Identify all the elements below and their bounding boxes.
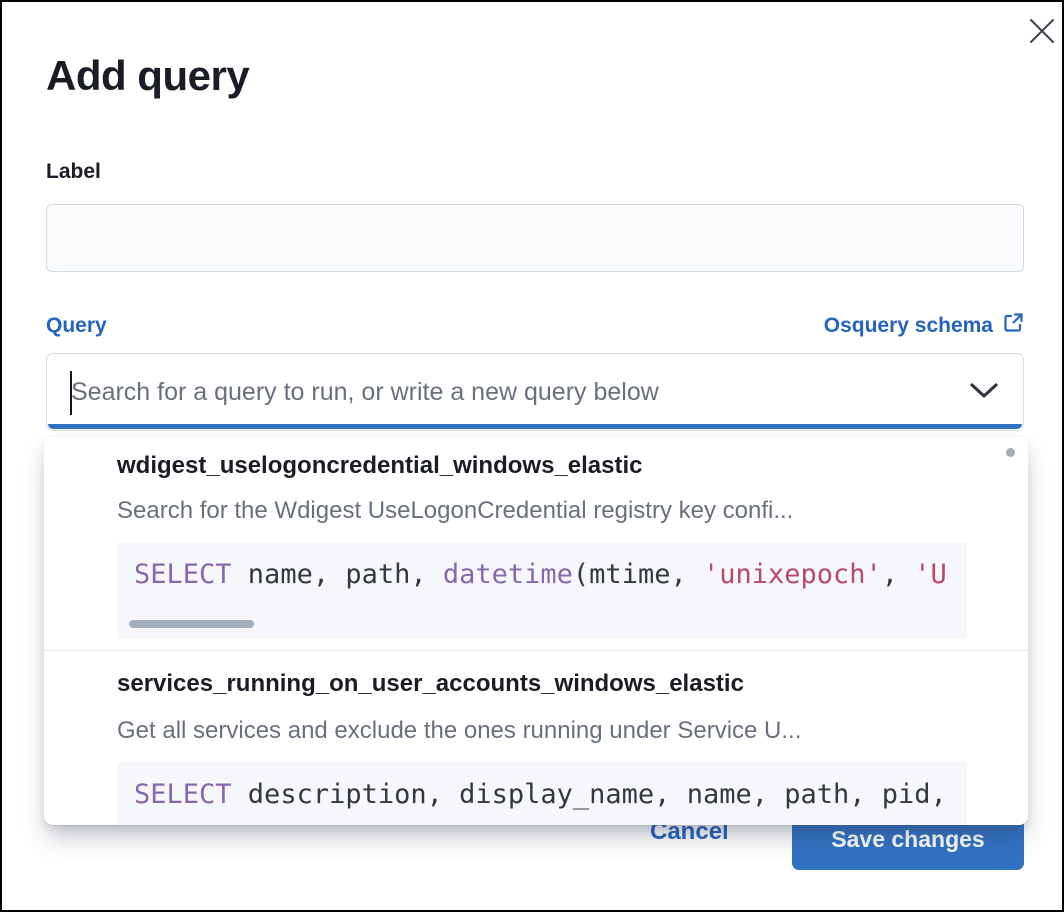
close-icon xyxy=(1029,18,1055,47)
osquery-schema-link-label: Osquery schema xyxy=(823,313,993,337)
query-option-title: services_running_on_user_accounts_window… xyxy=(117,670,744,697)
page-title: Add query xyxy=(46,52,250,99)
query-option-sql-preview: SELECT description, display_name, name, … xyxy=(117,762,967,825)
combobox-toggle-button[interactable] xyxy=(969,354,999,430)
vertical-scrollbar-thumb[interactable] xyxy=(1006,448,1015,457)
query-search-input[interactable] xyxy=(47,354,1023,430)
external-link-icon xyxy=(1003,312,1024,339)
query-option-description: Search for the Wdigest UseLogonCredentia… xyxy=(117,497,794,524)
close-button[interactable] xyxy=(1024,14,1060,50)
label-field-label: Label xyxy=(46,160,101,183)
query-suggestions-listbox: wdigest_uselogoncredential_windows_elast… xyxy=(44,437,1028,825)
option-divider xyxy=(44,650,1028,651)
chevron-down-icon xyxy=(969,382,999,402)
label-input[interactable] xyxy=(46,204,1024,272)
query-combobox[interactable] xyxy=(46,353,1024,431)
query-field-label: Query xyxy=(46,314,107,337)
query-option-sql-preview: SELECT name, path, datetime(mtime, 'unix… xyxy=(117,542,967,639)
osquery-schema-link[interactable]: Osquery schema xyxy=(824,312,1024,339)
text-cursor xyxy=(70,371,72,415)
query-option-description: Get all services and exclude the ones ru… xyxy=(117,717,802,744)
horizontal-scrollbar-thumb[interactable] xyxy=(129,620,254,628)
query-option-title: wdigest_uselogoncredential_windows_elast… xyxy=(117,452,643,479)
